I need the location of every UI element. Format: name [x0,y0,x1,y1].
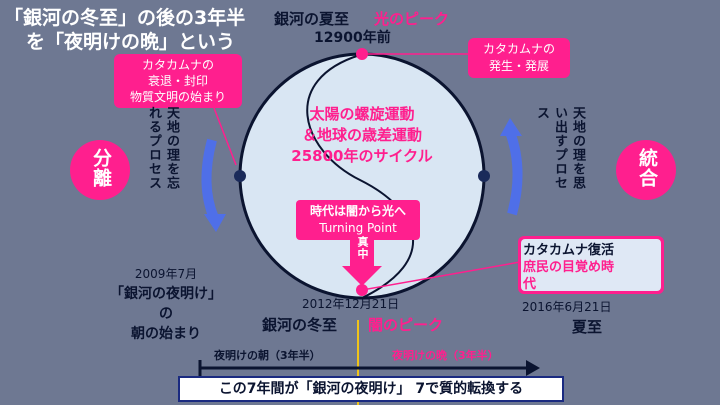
callout-decline: カタカムナの 衰退・封印 物質文明の始まり [114,54,242,108]
separation-badge [70,140,130,200]
left-node [234,170,246,182]
dawn-start-line3: 朝の始まり [131,326,201,342]
headline: 「銀河の冬至」の後の3年半 を「夜明けの晩」という [4,6,245,54]
middle-tag: 真中 [356,236,369,260]
center-line3: 25800年のサイクル [291,147,433,165]
integration-badge-label: 統合 [636,148,658,188]
dawn-start-date: 2009年7月 [134,267,198,281]
turning-point-box: 時代は闇から光へ Turning Point [296,200,420,240]
winter-date: 2012年12月21日 [302,297,400,311]
callout-development-line2: 発生・発展 [488,59,549,73]
center-cycle-text: 太陽の螺旋運動 ＆地球の歳差運動 25800年のサイクル [282,104,442,167]
forget-process-text: 天地の理を忘れるプロセス [146,106,179,190]
callout-revival: カタカムナ復活 庶民の目覚め時 代 [518,236,664,294]
down-arrow-head [342,266,382,286]
separation-badge-label: 分離 [90,148,112,188]
light-peak-label: 光のピーク [374,10,450,28]
timeline-arrow-head [526,360,540,376]
summer2-label: 夏至 [572,318,603,336]
right-curved-arrow [505,130,523,216]
left-arrow-head [204,214,226,232]
footer-summary: この7年間が「銀河の夜明け」 7で質的転換する [178,376,564,402]
callout-decline-line1: カタカムナの [141,58,214,72]
pointer-top-left [213,107,237,166]
callout-revival-inner [521,239,661,291]
center-line2: ＆地球の歳差運動 [301,126,422,144]
top-node [356,48,368,60]
integration-badge [616,140,676,200]
dark-peak-label: 闇のピーク [368,316,444,334]
timeline-morning: 夜明けの朝（3年半） [214,349,321,362]
center-line1: 太陽の螺旋運動 [309,105,415,123]
right-arrow-head [500,118,522,136]
callout-revival-line2: 庶民の目覚め時 [523,260,615,275]
years-ago-label: 12900年前 [314,30,391,46]
turning-line2: Turning Point [319,221,397,235]
headline-line2: を「夜明けの晩」という [26,31,236,53]
callout-development-line1: カタカムナの [482,42,555,56]
spiral-s-curve [306,54,415,299]
dawn-start-line1: 「銀河の夜明け」 [110,286,222,302]
callout-development: カタカムナの 発生・発展 [468,38,570,78]
pointer-revival [361,261,521,291]
timeline-evening: 夜明けの晩（3年半） [392,349,499,362]
callout-revival-line1: カタカムナ復活 [523,243,615,258]
dawn-start-line2: の [159,306,173,322]
left-curved-arrow [201,138,219,220]
callout-decline-line3: 物質文明の始まり [129,90,226,104]
summer2-date: 2016年6月21日 [522,300,612,314]
callout-decline-line2: 衰退・封印 [147,74,208,88]
winter-label: 銀河の冬至 [262,316,338,334]
callout-revival-line3: 代 [523,277,537,292]
headline-line1: 「銀河の冬至」の後の3年半 [4,7,246,29]
dawn-start-block: 2009年7月 「銀河の夜明け」 の 朝の始まり [86,264,246,344]
right-node [478,170,490,182]
summer-label: 銀河の夏至 [274,10,350,28]
remember-process-text: 天地の理を思い出すプロセス [534,106,585,190]
turning-line1: 時代は闇から光へ [309,204,406,218]
